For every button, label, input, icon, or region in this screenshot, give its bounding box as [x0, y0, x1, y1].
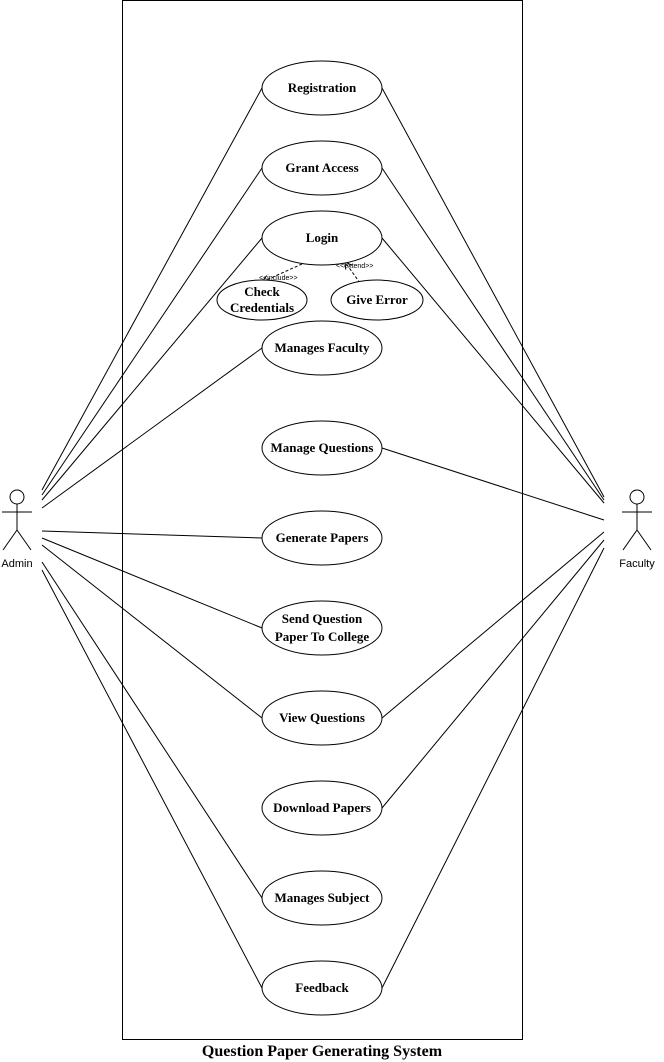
use-case-grant-access-ellipse: [261, 140, 383, 196]
faculty-associations: [381, 87, 605, 989]
use-case-registration-ellipse: [261, 60, 383, 116]
assoc-admin-view-questions: [41, 544, 263, 719]
use-case-generate-papers-ellipse: [261, 510, 383, 566]
actor-left-leg: [622, 529, 638, 551]
assoc-admin-manages-faculty: [41, 347, 263, 509]
use-case-send-question-paper-ellipse: [261, 600, 383, 656]
use-case-label-line1: Send Question: [282, 611, 363, 626]
use-case-feedback[interactable]: Feedback: [261, 960, 383, 1016]
use-case-label: Manage Questions: [271, 440, 374, 455]
use-case-manages-faculty-ellipse: [261, 320, 383, 376]
use-case-registration[interactable]: Registration: [261, 60, 383, 116]
actor-right-leg: [636, 529, 652, 551]
assoc-faculty-registration: [381, 87, 605, 498]
use-case-label: Manages Faculty: [275, 340, 370, 355]
use-case-send-question-paper[interactable]: Send Question Paper To College: [261, 600, 383, 656]
use-case-give-error-ellipse: [330, 279, 424, 321]
actor-faculty-label: Faculty: [619, 558, 655, 570]
extend-arrow: [345, 262, 361, 284]
use-case-manages-subject-ellipse: [261, 870, 383, 926]
assoc-admin-send-question-paper: [41, 537, 263, 629]
include-arrow: [262, 263, 303, 282]
use-case-login[interactable]: Login: [261, 210, 383, 266]
use-case-label: View Questions: [279, 710, 365, 725]
assoc-admin-manages-subject: [41, 561, 263, 899]
use-case-generate-papers[interactable]: Generate Papers: [261, 510, 383, 566]
use-case-label-line2: Paper To College: [275, 629, 370, 644]
actor-admin[interactable]: [2, 489, 32, 551]
use-case-label: Manages Subject: [275, 890, 371, 905]
use-case-manages-subject[interactable]: Manages Subject: [261, 870, 383, 926]
system-title: Question Paper Generating System: [202, 1043, 443, 1060]
use-case-manage-questions[interactable]: Manage Questions: [261, 420, 383, 476]
dependencies: [262, 262, 361, 284]
use-case-check-credentials-ellipse: [216, 279, 308, 321]
use-case-login-ellipse: [261, 210, 383, 266]
use-case-grant-access[interactable]: Grant Access: [261, 140, 383, 196]
use-case-download-papers-ellipse: [261, 780, 383, 836]
use-case-download-papers[interactable]: Download Papers: [261, 780, 383, 836]
admin-associations: [41, 87, 263, 989]
use-case-view-questions-ellipse: [261, 690, 383, 746]
actor-left-leg: [2, 529, 18, 551]
assoc-admin-feedback: [41, 569, 263, 989]
use-case-label: Give Error: [346, 292, 408, 307]
use-case-view-questions[interactable]: View Questions: [261, 690, 383, 746]
actor-head-icon: [9, 489, 25, 505]
assoc-faculty-feedback: [381, 547, 605, 989]
actor-faculty[interactable]: [622, 489, 652, 551]
actor-admin-label: Admin: [1, 558, 32, 570]
assoc-faculty-download-papers: [381, 539, 605, 809]
use-case-label-line2: Credentials: [230, 300, 294, 315]
use-case-manages-faculty[interactable]: Manages Faculty: [261, 320, 383, 376]
assoc-faculty-manage-questions: [381, 447, 605, 521]
actor-head-icon: [629, 489, 645, 505]
assoc-admin-registration: [41, 87, 263, 491]
use-case-label: Download Papers: [273, 800, 371, 815]
use-case-give-error[interactable]: Give Error: [330, 279, 424, 321]
assoc-faculty-login: [381, 237, 605, 504]
use-case-label: Feedback: [295, 980, 349, 995]
extend-label: <<extend>>: [336, 263, 373, 270]
use-case-label: Login: [306, 230, 339, 245]
assoc-admin-grant-access: [41, 167, 263, 496]
use-case-manage-questions-ellipse: [261, 420, 383, 476]
actor-right-leg: [16, 529, 32, 551]
use-case-label-line1: Check: [244, 284, 280, 299]
assoc-admin-login: [41, 237, 263, 501]
use-case-check-credentials[interactable]: Check Credentials: [216, 279, 308, 321]
use-case-label: Generate Papers: [276, 530, 369, 545]
assoc-faculty-view-questions: [381, 531, 605, 719]
assoc-faculty-grant-access: [381, 167, 605, 501]
use-case-label: Grant Access: [285, 160, 358, 175]
use-case-label: Registration: [288, 80, 357, 95]
assoc-admin-generate-papers: [41, 530, 263, 539]
include-label: <<include>>: [259, 275, 298, 282]
system-boundary: [122, 0, 523, 1040]
use-case-feedback-ellipse: [261, 960, 383, 1016]
